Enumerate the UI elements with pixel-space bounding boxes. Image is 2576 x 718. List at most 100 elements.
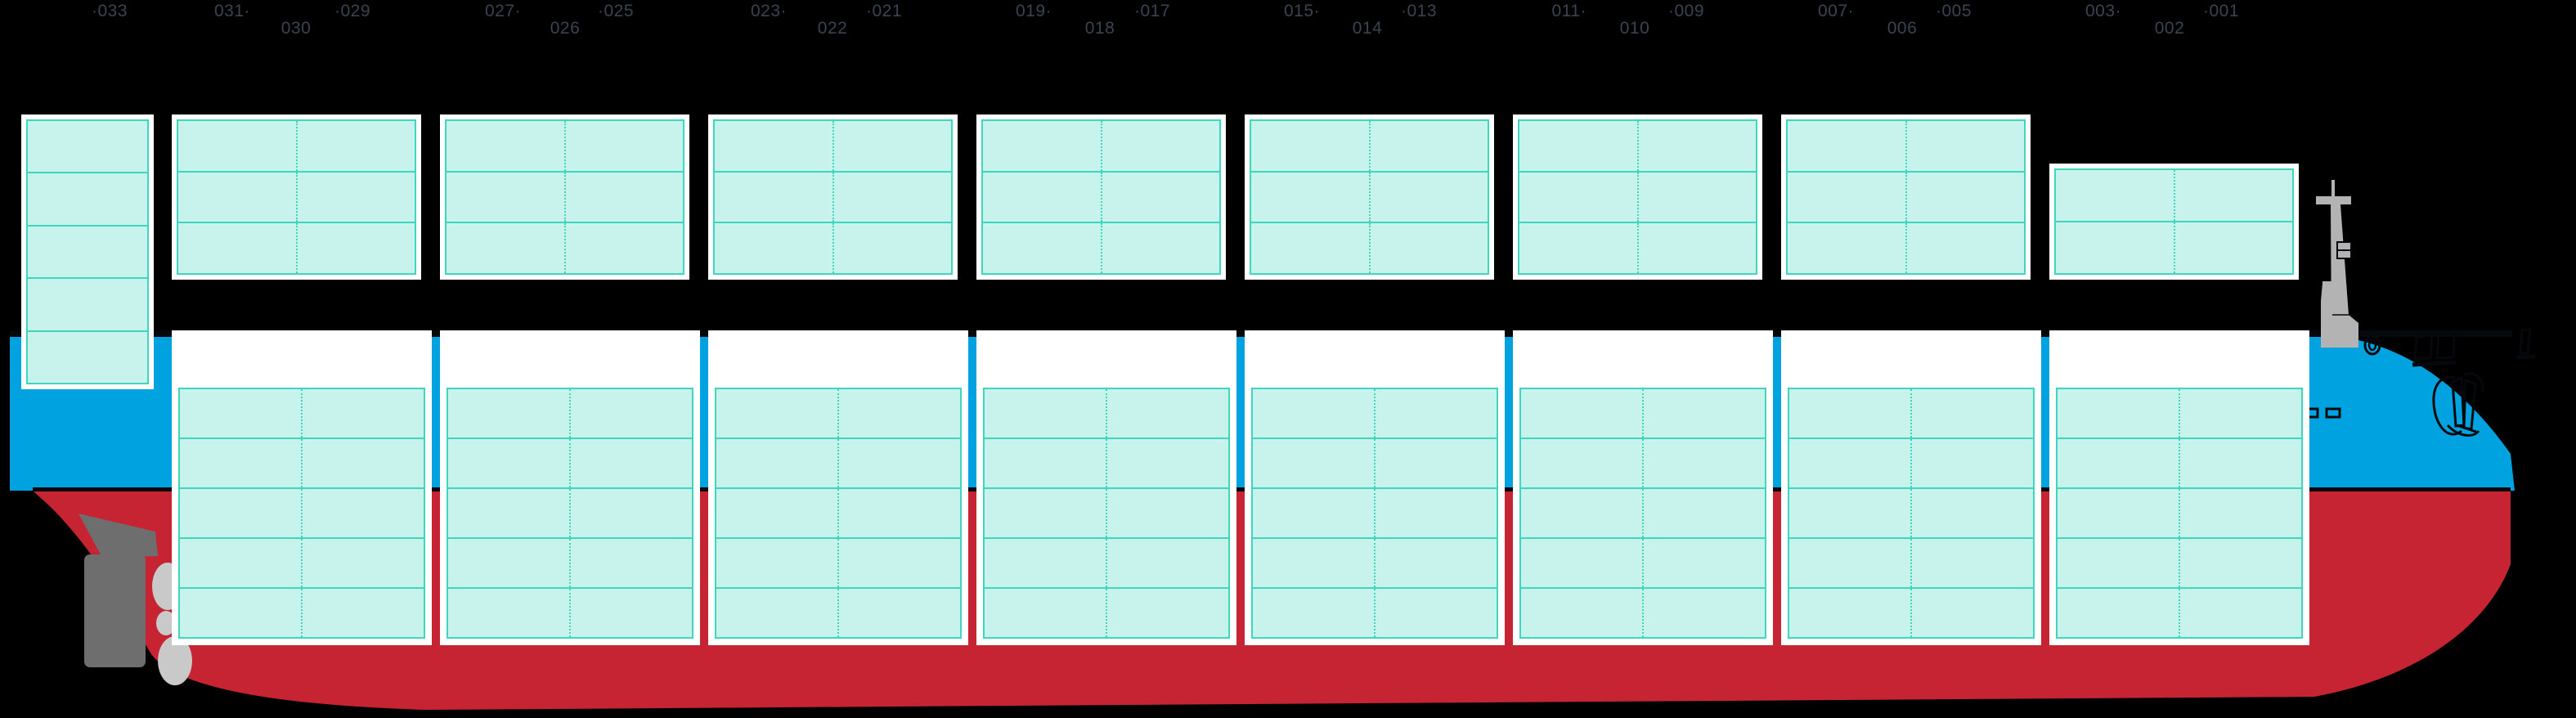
container-slot[interactable] [983,172,1101,222]
container-slot[interactable] [178,172,296,222]
hold-stack-bay-018[interactable] [976,330,1236,645]
container-slot[interactable] [1521,389,1642,438]
container-slot[interactable] [1910,489,2033,537]
container-slot[interactable] [837,389,960,438]
container-slot[interactable] [448,489,569,537]
container-slot[interactable] [2056,222,2174,273]
container-slot[interactable] [563,223,683,274]
container-slot[interactable] [1253,589,1374,637]
bay-label-001[interactable]: ·001 [2203,2,2240,20]
container-slot[interactable] [1521,489,1642,537]
container-slot[interactable] [1789,589,1910,637]
container-slot[interactable] [985,589,1106,637]
container-slot[interactable] [1642,589,1765,637]
container-slot[interactable] [569,539,692,587]
container-slot[interactable] [301,489,424,537]
bay-label-006[interactable]: 006 [1887,19,1918,38]
container-slot[interactable] [448,389,569,438]
container-slot[interactable] [1106,539,1228,587]
hold-stack-bay-002[interactable] [2049,330,2309,645]
container-slot[interactable] [2173,222,2292,273]
bay-label-033[interactable]: ·033 [92,2,128,20]
container-slot[interactable] [1788,172,1905,222]
container-slot[interactable] [1910,439,2033,487]
container-slot[interactable] [1788,121,1905,171]
container-slot[interactable] [180,389,301,438]
container-slot[interactable] [716,539,837,587]
deck-stack-bay-022[interactable] [708,114,958,280]
container-slot[interactable] [28,121,147,173]
container-slot[interactable] [1374,489,1497,537]
container-slot[interactable] [1253,439,1374,487]
container-slot[interactable] [295,223,415,274]
container-slot[interactable] [1106,589,1228,637]
container-slot[interactable] [1106,389,1228,438]
container-slot[interactable] [28,331,147,384]
container-slot[interactable] [1100,172,1219,222]
container-slot[interactable] [1905,172,2024,222]
container-slot[interactable] [569,489,692,537]
container-slot[interactable] [2179,489,2301,537]
container-slot[interactable] [716,489,837,537]
container-slot[interactable] [1789,389,1910,438]
bay-label-010[interactable]: 010 [1619,19,1650,38]
container-slot[interactable] [715,172,832,222]
container-slot[interactable] [178,121,296,171]
container-slot[interactable] [180,589,301,637]
container-slot[interactable] [1910,589,2033,637]
deck-stack-bay-010[interactable] [1513,114,1762,280]
bay-label-022[interactable]: 022 [817,19,848,38]
container-slot[interactable] [2179,389,2301,438]
container-slot[interactable] [1642,489,1765,537]
bay-label-003[interactable]: 003· [2085,2,2121,20]
container-slot[interactable] [716,389,837,438]
container-slot[interactable] [295,172,415,222]
container-slot[interactable] [2058,539,2179,587]
container-slot[interactable] [983,223,1101,274]
container-slot[interactable] [1251,172,1369,222]
bay-label-013[interactable]: ·013 [1401,2,1438,20]
container-slot[interactable] [1788,223,1905,274]
container-slot[interactable] [985,389,1106,438]
bay-label-023[interactable]: 023· [750,2,787,20]
container-slot[interactable] [1100,121,1219,171]
bay-label-019[interactable]: 019· [1015,2,1052,20]
container-slot[interactable] [1106,489,1228,537]
container-slot[interactable] [1519,223,1637,274]
bay-label-030[interactable]: 030 [280,19,312,38]
container-slot[interactable] [1905,121,2024,171]
container-slot[interactable] [1910,389,2033,438]
bay-label-017[interactable]: ·017 [1134,2,1171,20]
container-slot[interactable] [1374,439,1497,487]
container-slot[interactable] [837,439,960,487]
container-slot[interactable] [1636,172,1756,222]
container-slot[interactable] [1100,223,1219,274]
hold-stack-bay-006[interactable] [1781,330,2041,645]
container-slot[interactable] [1789,439,1910,487]
container-slot[interactable] [1374,539,1497,587]
hold-stack-bay-022[interactable] [708,330,968,645]
container-slot[interactable] [1374,389,1497,438]
container-slot[interactable] [1374,589,1497,637]
hold-stack-bay-014[interactable] [1245,330,1505,645]
container-slot[interactable] [2058,389,2179,438]
container-slot[interactable] [985,539,1106,587]
container-slot[interactable] [563,121,683,171]
container-slot[interactable] [569,389,692,438]
container-slot[interactable] [2058,439,2179,487]
container-slot[interactable] [447,223,564,274]
container-slot[interactable] [1642,389,1765,438]
container-slot[interactable] [983,121,1101,171]
bay-label-029[interactable]: ·029 [334,2,371,20]
hold-stack-bay-030[interactable] [172,330,432,645]
container-slot[interactable] [180,439,301,487]
container-slot[interactable] [832,223,951,274]
deck-stack-bay-030[interactable] [172,114,421,280]
container-slot[interactable] [2056,170,2174,221]
container-slot[interactable] [301,539,424,587]
bay-label-031[interactable]: 031· [213,2,250,20]
bay-label-025[interactable]: ·025 [598,2,635,20]
deck-stack-bay-014[interactable] [1245,114,1494,280]
container-slot[interactable] [985,439,1106,487]
bay-label-015[interactable]: 015· [1283,2,1320,20]
